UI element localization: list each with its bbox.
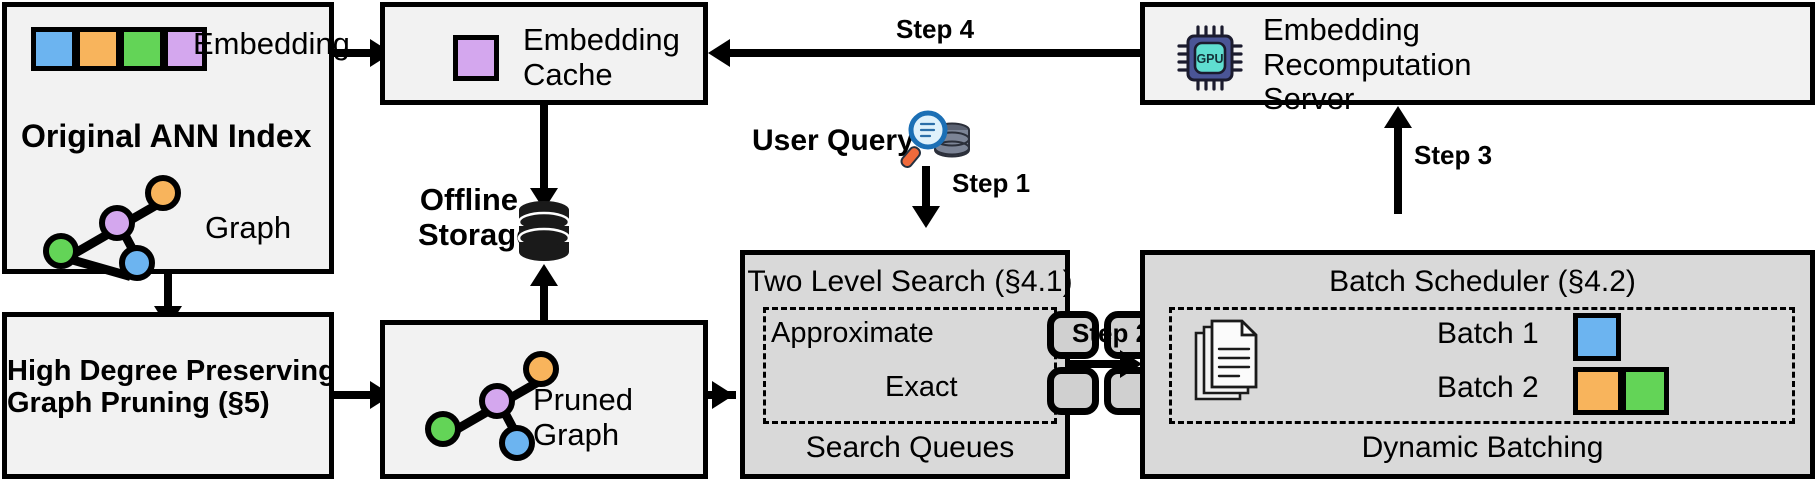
batch-chip-orange — [1573, 367, 1621, 415]
original-ann-index-title: Original ANN Index — [21, 118, 312, 154]
batch-chip-green — [1621, 367, 1669, 415]
svg-text:GPU: GPU — [1196, 52, 1223, 66]
embedding-chip-orange — [75, 27, 119, 71]
graph-label: Graph — [205, 210, 292, 245]
arrow-step3-head — [1384, 106, 1412, 128]
offline-storage-label: Offline Storage — [418, 182, 534, 252]
batch-chip-blue — [1573, 313, 1621, 361]
graph-node-blue — [119, 245, 155, 281]
dynamic-batching-footer: Dynamic Batching — [1361, 431, 1604, 464]
search-queues-footer: Search Queues — [805, 431, 1015, 464]
embedding-recomputation-server-label: Embedding Recomputation Server — [1263, 12, 1472, 117]
original-ann-index-box: Embedding Original ANN Index Graph — [2, 2, 350, 281]
batch-scheduler-title: Batch Scheduler (§4.2) — [1329, 265, 1636, 298]
arrow-step2-head — [1120, 350, 1142, 378]
arrow-step4-head — [708, 39, 730, 67]
arrow-index-to-cache-line — [334, 49, 372, 57]
two-level-search-title: Two Level Search (§4.1) — [747, 265, 1073, 298]
graph-node-blue — [499, 425, 535, 461]
arrow-cache-to-storage-line — [540, 105, 548, 193]
graph-node-green — [43, 233, 79, 269]
step-2-label: Step 2 — [1072, 318, 1151, 348]
pruned-graph-label: Pruned Graph — [533, 382, 633, 452]
arrow-index-to-pruning-line — [164, 274, 172, 310]
batch-2-chip-row — [1573, 367, 1669, 415]
arrow-pruning-to-pruned-line — [334, 391, 372, 399]
pruned-graph-box: Pruned Graph — [380, 320, 708, 479]
graph-node-green — [425, 411, 461, 447]
embedding-cache-box: Embedding Cache — [380, 2, 708, 105]
search-database-icon — [900, 110, 970, 169]
arrow-pruned-to-storage-line — [540, 272, 548, 320]
embedding-chip-row — [31, 27, 207, 71]
graph-node-purple — [479, 383, 515, 419]
queue-slot — [1047, 311, 1099, 359]
batch-2-label: Batch 2 — [1437, 371, 1539, 404]
batch-1-label: Batch 1 — [1437, 317, 1539, 350]
arrow-step3-line — [1394, 128, 1402, 214]
documents-stack-icon — [1194, 319, 1258, 401]
step-4-label: Step 4 — [896, 14, 975, 44]
database-cylinder-icon — [517, 201, 571, 261]
embedding-chip-green — [119, 27, 163, 71]
embedding-cache-chip — [453, 35, 499, 81]
step-1-label: Step 1 — [952, 168, 1031, 198]
exact-row-label: Exact — [885, 371, 958, 403]
graph-node-purple — [99, 205, 135, 241]
embedding-chip-purple — [163, 27, 207, 71]
arrow-step1-line — [922, 166, 930, 212]
embedding-cache-label: Embedding Cache — [523, 22, 680, 92]
arrow-pruned-to-storage-head — [530, 264, 558, 286]
dynamic-batching-panel — [1169, 307, 1795, 424]
batch-1-chip-row — [1573, 313, 1621, 361]
embedding-recomputation-server-box: GPU Embedding Recomputation Server — [1140, 2, 1815, 116]
graph-node-orange — [523, 351, 559, 387]
arrow-pruned-to-search-head — [712, 381, 734, 409]
pruned-graph-widget — [423, 347, 559, 461]
ann-index-graph — [41, 175, 181, 281]
arrow-step1-head — [912, 206, 940, 228]
embedding-chip-blue — [31, 27, 75, 71]
approximate-row-label: Approximate — [771, 317, 934, 349]
gpu-chip-icon: GPU — [1177, 25, 1243, 91]
graph-node-orange — [145, 175, 181, 211]
high-degree-pruning-box: High Degree Preserving Graph Pruning (§5… — [2, 312, 336, 479]
batch-scheduler-box: Batch Scheduler (§4.2) Batch 1 Batch 2 — [1140, 250, 1815, 479]
high-degree-pruning-label: High Degree Preserving Graph Pruning (§5… — [7, 355, 336, 420]
two-level-search-box: Two Level Search (§4.1) Approximate Exac… — [740, 250, 1213, 479]
embedding-label: Embedding — [193, 26, 350, 61]
arrow-step4-line — [728, 49, 1140, 57]
user-query-label: User Query — [752, 124, 914, 157]
queue-slot — [1047, 367, 1099, 415]
step-3-label: Step 3 — [1414, 140, 1493, 170]
arrow-step2-line — [1070, 360, 1128, 368]
search-queues-panel — [763, 307, 1057, 424]
